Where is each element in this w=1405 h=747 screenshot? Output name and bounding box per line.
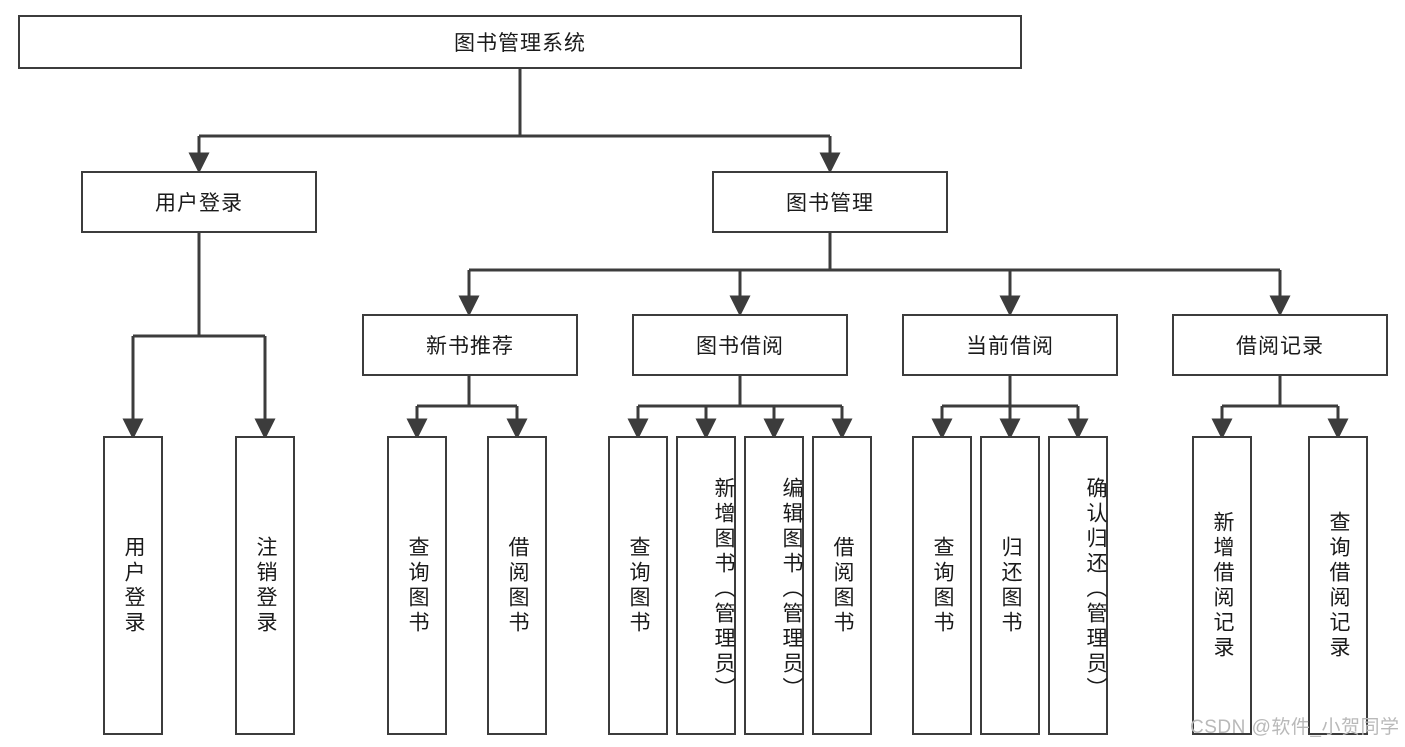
leaf-borrow-query-book[interactable]: 查询图书 (608, 436, 668, 735)
node-new-book-recommend[interactable]: 新书推荐 (362, 314, 578, 376)
node-book-management[interactable]: 图书管理 (712, 171, 948, 233)
leaf-borrow-edit-book-admin[interactable]: 编辑图书（管理员） (744, 436, 804, 735)
leaf-current-query-book[interactable]: 查询图书 (912, 436, 972, 735)
leaf-recommend-borrow-book[interactable]: 借阅图书 (487, 436, 547, 735)
leaf-recommend-query-book[interactable]: 查询图书 (387, 436, 447, 735)
leaf-record-add-record[interactable]: 新增借阅记录 (1192, 436, 1252, 735)
node-user-login[interactable]: 用户登录 (81, 171, 317, 233)
leaf-user-login-logout[interactable]: 注销登录 (235, 436, 295, 735)
leaf-borrow-borrow-book[interactable]: 借阅图书 (812, 436, 872, 735)
node-root-system[interactable]: 图书管理系统 (18, 15, 1022, 69)
leaf-current-confirm-return-admin[interactable]: 确认归还（管理员） (1048, 436, 1108, 735)
leaf-record-query-record[interactable]: 查询借阅记录 (1308, 436, 1368, 735)
node-book-borrow[interactable]: 图书借阅 (632, 314, 848, 376)
node-current-borrow[interactable]: 当前借阅 (902, 314, 1118, 376)
leaf-borrow-add-book-admin[interactable]: 新增图书（管理员） (676, 436, 736, 735)
csdn-watermark: CSDN @软件_小贺同学 (1190, 717, 1400, 738)
node-borrow-record[interactable]: 借阅记录 (1172, 314, 1388, 376)
leaf-user-login-login[interactable]: 用户登录 (103, 436, 163, 735)
leaf-current-return-book[interactable]: 归还图书 (980, 436, 1040, 735)
